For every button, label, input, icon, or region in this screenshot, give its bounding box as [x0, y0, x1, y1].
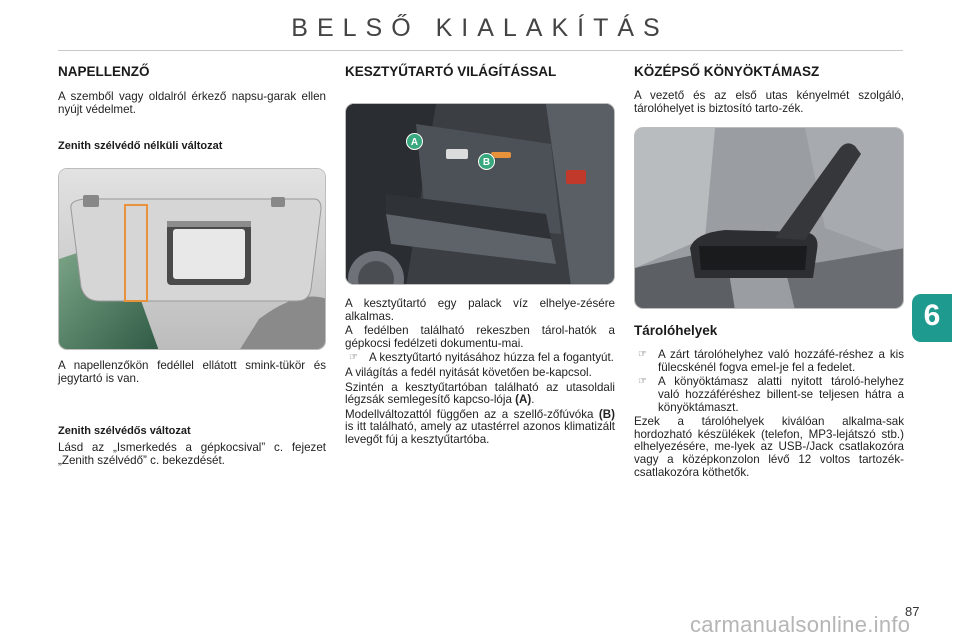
airbag-ref-a: (A): [515, 393, 532, 407]
storage-open-text: A könyöktámasz alatti nyitott tároló-hel…: [658, 375, 904, 414]
armrest-photo: [634, 127, 904, 310]
title-divider: [58, 50, 903, 51]
column-glovebox: KESZTYŰTARTÓ VILÁGÍTÁSSAL A B A kesztyűt…: [345, 60, 615, 447]
glovebox-bottle: A kesztyűtartó egy palack víz elhelye-zé…: [345, 297, 615, 323]
heading-sun-visor: NAPELLENZŐ: [58, 64, 150, 79]
sun-visor-illustration: [59, 169, 325, 350]
heading-glovebox: KESZTYŰTARTÓ VILÁGÍTÁSSAL: [345, 64, 557, 79]
subheading-storage: Tárolóhelyek: [634, 323, 718, 339]
watermark: carmanualsonline.info: [690, 612, 911, 637]
sun-visor-photo: [58, 168, 326, 351]
hand-pointer-icon: ☞: [638, 376, 647, 388]
glovebox-open-instruction: ☞ A kesztyűtartó nyitásához húzza fel a …: [345, 352, 615, 365]
storage-closed-text: A zárt tárolóhelyhez való hozzáfé-réshez…: [658, 348, 904, 374]
column-armrest: KÖZÉPSŐ KÖNYÖKTÁMASZ A vezető és az első…: [634, 60, 904, 479]
page-title: BELSŐ KIALAKÍTÁS: [291, 14, 669, 42]
glovebox-airbag-switch: Szintén a kesztyűtartóban található az u…: [345, 380, 615, 407]
vent-text-end: is itt található, amely az utastérrel az…: [345, 420, 615, 446]
glovebox-lighting: A világítás a fedél nyitását követően be…: [345, 365, 592, 379]
vent-ref-b: (B): [598, 407, 615, 421]
hand-pointer-icon: ☞: [638, 349, 647, 361]
sun-visor-description: A napellenzőkön fedéllel ellátott smink-…: [58, 359, 326, 385]
sun-visor-intro: A szemből vagy oldalról érkező napsu-gar…: [58, 90, 326, 116]
glovebox-open-text: A kesztyűtartó nyitásához húzza fel a fo…: [369, 351, 614, 365]
column-sun-visor: NAPELLENZŐ A szemből vagy oldalról érkez…: [58, 60, 326, 468]
chapter-number: 6: [923, 299, 941, 332]
page-number: 87: [905, 604, 920, 619]
label-a-badge: A: [406, 133, 423, 150]
vent-text: Modellváltozattól függően az a szellő-ző…: [345, 407, 599, 421]
glovebox-photo: A B: [345, 103, 615, 285]
zenith-reference: Lásd az „Ismerkedés a gépkocsival” c. fe…: [58, 441, 326, 467]
armrest-intro: A vezető és az első utas kényelmét szolg…: [634, 89, 904, 115]
label-b-badge: B: [478, 153, 495, 170]
armrest-illustration: [635, 128, 903, 309]
glovebox-vent: Modellváltozattól függően az a szellő-ző…: [345, 407, 615, 447]
storage-closed-instruction: ☞ A zárt tárolóhelyhez való hozzáfé-résh…: [634, 348, 904, 374]
subheading-zenith: Zenith szélvédős változat: [58, 425, 191, 438]
glovebox-documents: A fedélben található rekeszben tárol-hat…: [345, 324, 615, 350]
subheading-no-zenith: Zenith szélvédő nélküli változat: [58, 140, 223, 153]
hand-pointer-icon: ☞: [349, 352, 358, 364]
storage-devices: Ezek a tárolóhelyek kiválóan alkalma-sak…: [634, 415, 904, 479]
airbag-text: Szintén a kesztyűtartóban található az u…: [345, 380, 615, 407]
glovebox-illustration: [346, 104, 614, 284]
storage-open-instruction: ☞ A könyöktámasz alatti nyitott tároló-h…: [634, 376, 904, 414]
airbag-text-end: .: [531, 393, 535, 407]
heading-armrest: KÖZÉPSŐ KÖNYÖKTÁMASZ: [634, 64, 820, 79]
chapter-tab: 6: [912, 294, 952, 342]
